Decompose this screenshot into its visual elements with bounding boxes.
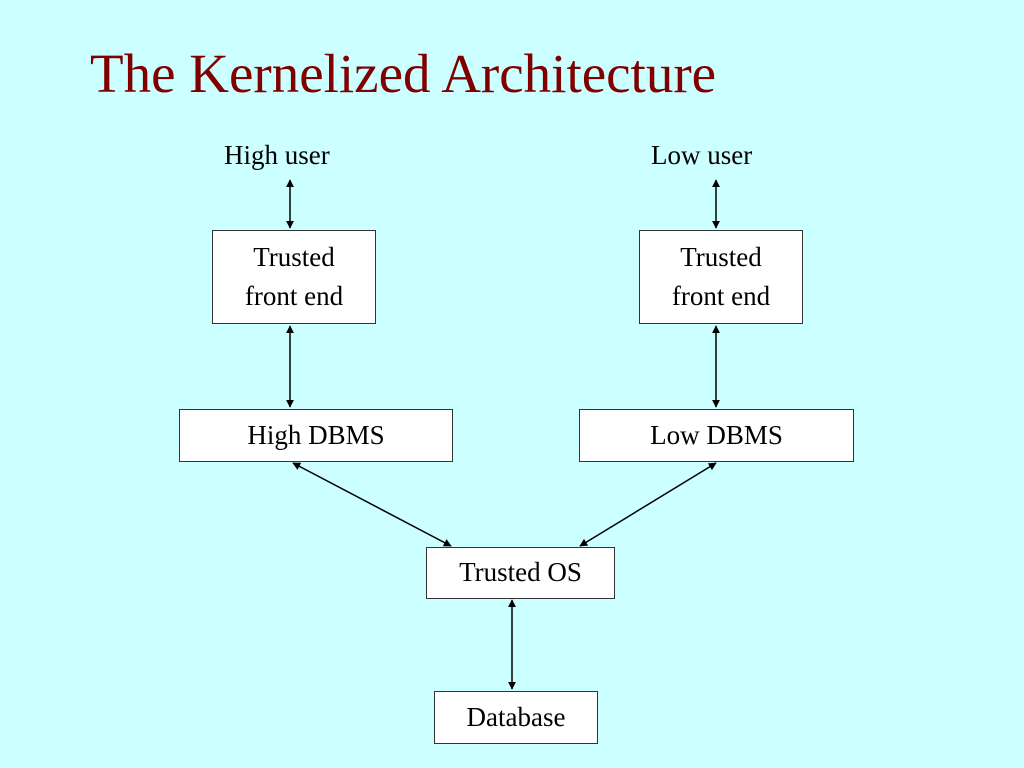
trusted-os-box: Trusted OS <box>426 547 615 599</box>
low-dbms-label: Low DBMS <box>650 419 783 450</box>
low-front-end-line1: Trusted <box>680 241 762 272</box>
slide-title: The Kernelized Architecture <box>90 43 717 104</box>
high-front-end-line1: Trusted <box>253 241 335 272</box>
low-user-label: Low user <box>651 140 753 170</box>
database-box: Database <box>434 691 598 744</box>
arrow-low-dbms-to-os <box>579 462 717 547</box>
low-dbms-box: Low DBMS <box>579 409 854 462</box>
arrow-high-dbms-to-os <box>292 462 452 547</box>
database-label: Database <box>466 701 566 732</box>
trusted-os-label: Trusted OS <box>459 557 582 588</box>
high-front-end-line2: front end <box>244 281 344 311</box>
low-front-end-line2: front end <box>671 281 771 311</box>
low-trusted-front-end-box: Trusted front end <box>639 230 803 324</box>
high-dbms-label: High DBMS <box>247 419 385 450</box>
high-dbms-box: High DBMS <box>179 409 453 462</box>
high-trusted-front-end-box: Trusted front end <box>212 230 376 324</box>
high-user-label: High user <box>224 140 330 170</box>
